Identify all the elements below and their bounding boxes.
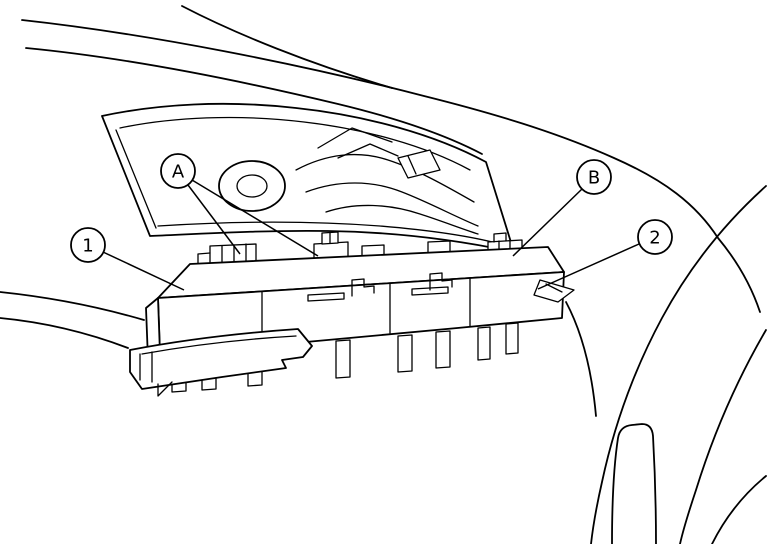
mounting-leg [335, 339, 351, 379]
callout-B-leader [512, 188, 583, 257]
roof-outline [21, 5, 761, 313]
callout-B-circle [576, 159, 612, 195]
headliner-opening [101, 102, 515, 253]
harness-wire-1 [295, 153, 475, 203]
b-connector-nub [493, 232, 507, 243]
roof-line-2 [25, 47, 483, 155]
a-pillar-line-2 [679, 329, 767, 544]
callout-A-circle [160, 153, 196, 189]
corner-trim-line [711, 475, 767, 544]
pillar-lines [565, 185, 767, 544]
callout-1-circle [70, 227, 106, 263]
latch-tab-seam [545, 283, 563, 293]
opening-outline [101, 102, 515, 253]
callout-A-leader-2 [191, 179, 319, 257]
callout-2-leader [537, 243, 640, 290]
trim-bracket [129, 328, 313, 397]
callout-2-label: 2 [649, 227, 660, 248]
console-tail-line [565, 301, 597, 417]
mounting-leg [397, 334, 413, 373]
callout-B-label: B [588, 167, 600, 188]
callout-1: 1 [70, 227, 185, 291]
headliner-edge-2 [0, 317, 129, 349]
a-pillar-line-1 [590, 185, 767, 544]
dome-ring-outer [218, 160, 286, 212]
harness-connector-seam [407, 155, 417, 175]
callout-B: B [512, 159, 612, 257]
headliner-edge-1 [0, 291, 145, 321]
harness-bracket-line-1 [317, 127, 393, 149]
face-clip-1 [351, 278, 375, 297]
mounting-leg [505, 322, 519, 355]
roof-line-1 [21, 19, 761, 313]
callout-1-label: 1 [82, 235, 93, 256]
latch-tab [533, 279, 575, 303]
face-slot-2 [411, 286, 449, 296]
roof-line-3 [181, 5, 393, 89]
fuse-block-step [197, 252, 211, 268]
harness-bracket-line-2 [337, 143, 399, 159]
callout-2-circle [637, 219, 673, 255]
dome-opening [218, 160, 286, 212]
callout-1-leader [102, 251, 185, 291]
mounting-leg [477, 326, 491, 361]
callout-A: A [160, 153, 319, 257]
face-slot-1 [307, 292, 345, 302]
callout-A-label: A [172, 161, 185, 182]
dome-ring-inner [236, 174, 268, 198]
mounting-leg [435, 330, 451, 369]
callout-2: 2 [537, 219, 673, 290]
door-frame-line [611, 423, 657, 544]
harness-wire-3 [325, 204, 479, 235]
opening-lip [119, 116, 471, 171]
callout-A-leader-1 [187, 184, 241, 255]
opening-left-wall [115, 129, 157, 229]
opening-bottom-lip [157, 221, 501, 245]
headliner-front-edge [0, 291, 145, 349]
harness-wire-2 [305, 182, 479, 227]
trim-bracket-inner-line [141, 335, 297, 355]
wiring-harness [295, 127, 479, 235]
trim-bracket-hook [157, 381, 173, 397]
trim-bracket-outline [129, 328, 313, 390]
face-clip-2 [429, 272, 453, 291]
